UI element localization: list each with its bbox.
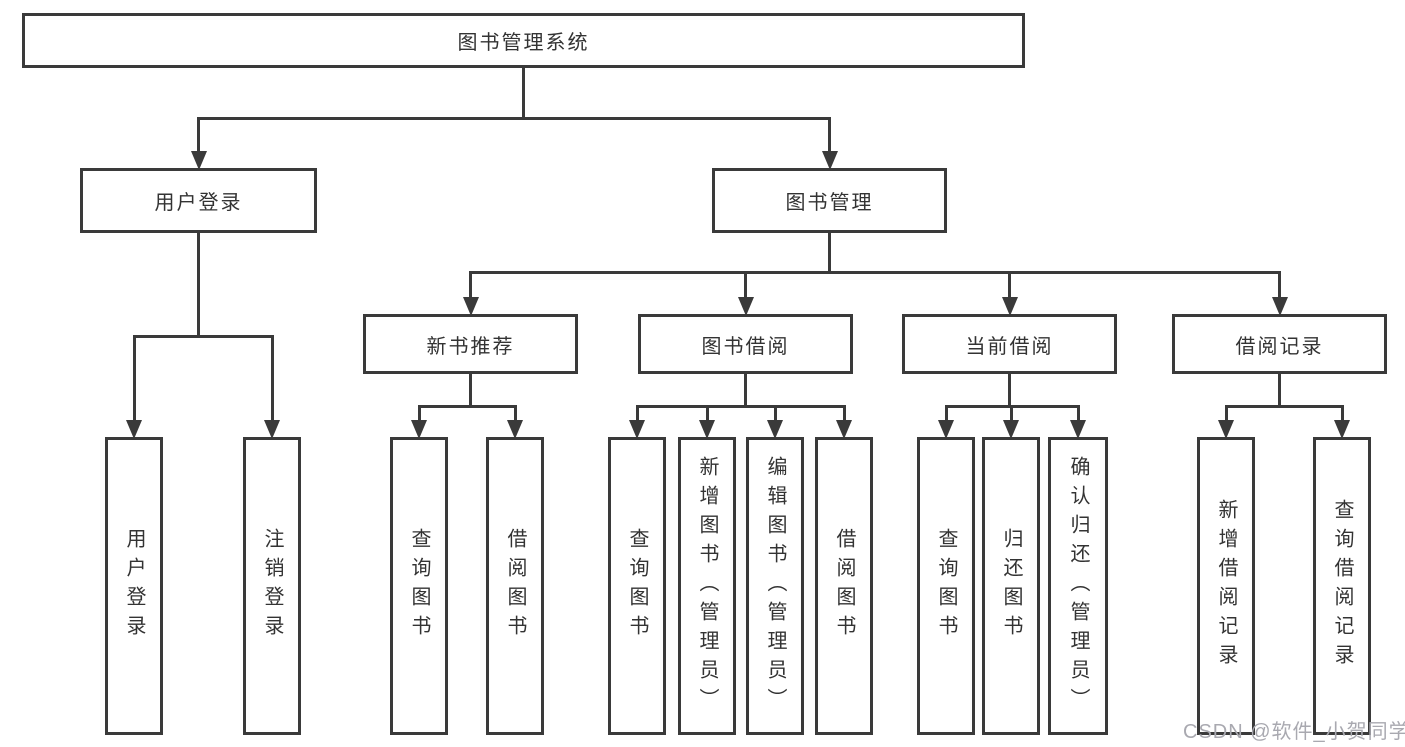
- arrowhead-query-books-borrowing: [629, 420, 645, 439]
- arrowhead-book-management: [821, 151, 838, 170]
- node-library-management-system: 图书管理系统: [22, 13, 1025, 68]
- node-label-add-books-admin: 新增图书（管理员）: [696, 455, 718, 717]
- node-user-login: 用户登录: [80, 168, 317, 233]
- arrowhead-new-book-recommendation: [462, 297, 479, 316]
- connector-shaft-to-book-management: [828, 116, 831, 153]
- arrowhead-query-borrow-record: [1334, 420, 1350, 439]
- arrowhead-edit-books-admin: [767, 420, 783, 439]
- arrowhead-return-books: [1003, 420, 1019, 439]
- node-book-borrowing: 图书借阅: [638, 314, 853, 374]
- arrowhead-logout-login-leaf: [264, 420, 280, 439]
- node-query-books-current: 查询图书: [917, 437, 975, 735]
- arrowhead-query-books-recommend: [411, 420, 427, 439]
- node-label-query-books-borrowing: 查询图书: [626, 528, 648, 644]
- node-label-query-books-recommend: 查询图书: [408, 528, 430, 644]
- connector-bar-book-management: [469, 270, 1281, 274]
- node-add-books-admin: 新增图书（管理员）: [678, 437, 736, 735]
- arrowhead-current-borrowing: [1001, 297, 1018, 316]
- connector-shaft-to-return-books: [1009, 404, 1013, 422]
- node-label-query-books-current: 查询图书: [935, 528, 957, 644]
- arrowhead-add-borrow-record: [1218, 420, 1234, 439]
- node-label-add-borrow-record: 新增借阅记录: [1215, 499, 1237, 673]
- node-label-edit-books-admin: 编辑图书（管理员）: [764, 455, 786, 717]
- node-edit-books-admin: 编辑图书（管理员）: [746, 437, 804, 735]
- arrowhead-confirm-return-admin: [1070, 420, 1086, 439]
- connector-trunk-new-book-recommendation: [469, 374, 472, 408]
- node-borrow-books-leaf: 借阅图书: [815, 437, 873, 735]
- connector-shaft-to-query-books-recommend: [417, 404, 421, 422]
- connector-shaft-to-borrow-books-leaf: [842, 404, 846, 422]
- connector-shaft-to-current-borrowing: [1008, 270, 1011, 299]
- arrowhead-add-books-admin: [699, 420, 715, 439]
- arrowhead-borrow-books-leaf: [836, 420, 852, 439]
- node-label-book-management: 图书管理: [785, 192, 874, 214]
- connector-trunk-borrowing-records: [1278, 374, 1281, 408]
- connector-shaft-to-book-borrowing: [744, 270, 747, 299]
- connector-shaft-to-query-books-current: [944, 404, 948, 422]
- arrowhead-borrowing-records: [1271, 297, 1288, 316]
- connector-trunk-user-login: [197, 233, 200, 338]
- arrowhead-book-borrowing: [737, 297, 754, 316]
- connector-trunk-book-borrowing: [744, 374, 747, 408]
- node-label-borrow-books-leaf: 借阅图书: [833, 528, 855, 644]
- node-query-borrow-record: 查询借阅记录: [1313, 437, 1371, 735]
- connector-trunk-book-management: [828, 233, 831, 274]
- node-logout-login-leaf: 注销登录: [243, 437, 301, 735]
- connector-shaft-to-borrowing-records: [1278, 270, 1281, 299]
- connector-shaft-to-user-login: [197, 116, 200, 153]
- node-label-new-book-recommendation: 新书推荐: [426, 335, 515, 358]
- arrowhead-query-books-current: [938, 420, 954, 439]
- connector-shaft-to-add-borrow-record: [1224, 404, 1228, 422]
- connector-shaft-to-add-books-admin: [705, 404, 709, 422]
- node-label-borrow-books-recommend: 借阅图书: [504, 528, 526, 644]
- arrowhead-user-login-leaf: [126, 420, 142, 439]
- connector-shaft-to-borrow-books-recommend: [513, 404, 517, 422]
- connector-bar-book-borrowing: [635, 404, 846, 408]
- node-current-borrowing: 当前借阅: [902, 314, 1117, 374]
- node-label-query-borrow-record: 查询借阅记录: [1331, 499, 1353, 673]
- node-query-books-borrowing: 查询图书: [608, 437, 666, 735]
- node-label-user-login: 用户登录: [154, 192, 243, 214]
- connector-shaft-to-confirm-return-admin: [1076, 404, 1080, 422]
- connector-bar-user-login: [132, 334, 274, 338]
- node-new-book-recommendation: 新书推荐: [363, 314, 578, 374]
- arrowhead-borrow-books-recommend: [507, 420, 523, 439]
- node-label-user-login-leaf: 用户登录: [123, 528, 145, 644]
- connector-shaft-to-logout-login-leaf: [270, 334, 274, 422]
- node-confirm-return-admin: 确认归还（管理员）: [1048, 437, 1108, 735]
- node-query-books-recommend: 查询图书: [390, 437, 448, 735]
- node-label-confirm-return-admin: 确认归还（管理员）: [1067, 455, 1089, 717]
- node-book-management: 图书管理: [712, 168, 947, 233]
- node-add-borrow-record: 新增借阅记录: [1197, 437, 1255, 735]
- connector-bar-library-management-system: [197, 116, 831, 120]
- connector-trunk-library-management-system: [522, 68, 525, 120]
- node-user-login-leaf: 用户登录: [105, 437, 163, 735]
- connector-shaft-to-edit-books-admin: [773, 404, 777, 422]
- node-label-return-books: 归还图书: [1000, 528, 1022, 644]
- node-borrowing-records: 借阅记录: [1172, 314, 1387, 374]
- node-label-logout-login-leaf: 注销登录: [261, 528, 283, 644]
- node-return-books: 归还图书: [982, 437, 1040, 735]
- node-label-book-borrowing: 图书借阅: [701, 335, 790, 358]
- connector-shaft-to-query-borrow-record: [1340, 404, 1344, 422]
- node-label-borrowing-records: 借阅记录: [1235, 335, 1324, 358]
- connector-trunk-current-borrowing: [1008, 374, 1011, 408]
- node-borrow-books-recommend: 借阅图书: [486, 437, 544, 735]
- node-label-library-management-system: 图书管理系统: [457, 32, 590, 54]
- node-label-current-borrowing: 当前借阅: [965, 335, 1054, 358]
- connector-shaft-to-new-book-recommendation: [469, 270, 472, 299]
- connector-shaft-to-user-login-leaf: [132, 334, 136, 422]
- connector-bar-borrowing-records: [1224, 404, 1344, 408]
- arrowhead-user-login: [190, 151, 207, 170]
- connector-bar-new-book-recommendation: [417, 404, 517, 408]
- connector-shaft-to-query-books-borrowing: [635, 404, 639, 422]
- watermark-text: CSDN @软件_小贺同学: [1183, 721, 1405, 743]
